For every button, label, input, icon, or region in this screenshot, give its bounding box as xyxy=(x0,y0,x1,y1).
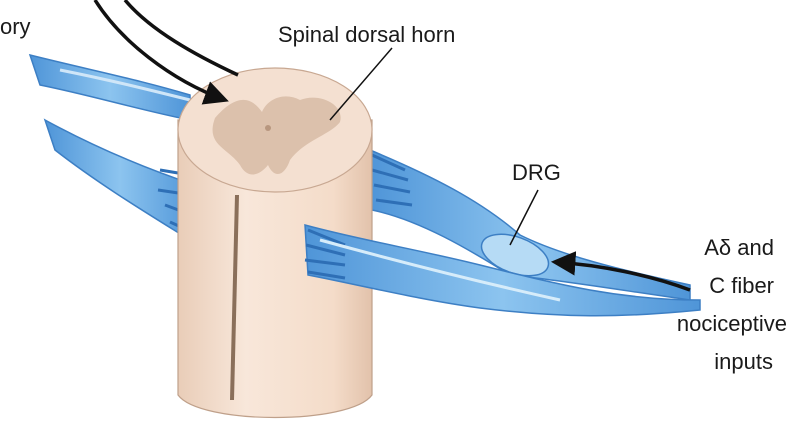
fiber-label-line2: C fiber xyxy=(709,273,774,298)
fiber-label-line4: inputs xyxy=(714,349,773,374)
sensory-label-partial: ory xyxy=(0,14,31,39)
fiber-label-line1: Aδ and xyxy=(704,235,774,260)
fiber-label-line3: nociceptive xyxy=(677,311,787,336)
left-nerve-roots xyxy=(30,55,195,240)
drg-label: DRG xyxy=(512,160,561,185)
dorsal-horn-label: Spinal dorsal horn xyxy=(278,22,455,47)
descending-arrow-inner xyxy=(125,0,238,75)
